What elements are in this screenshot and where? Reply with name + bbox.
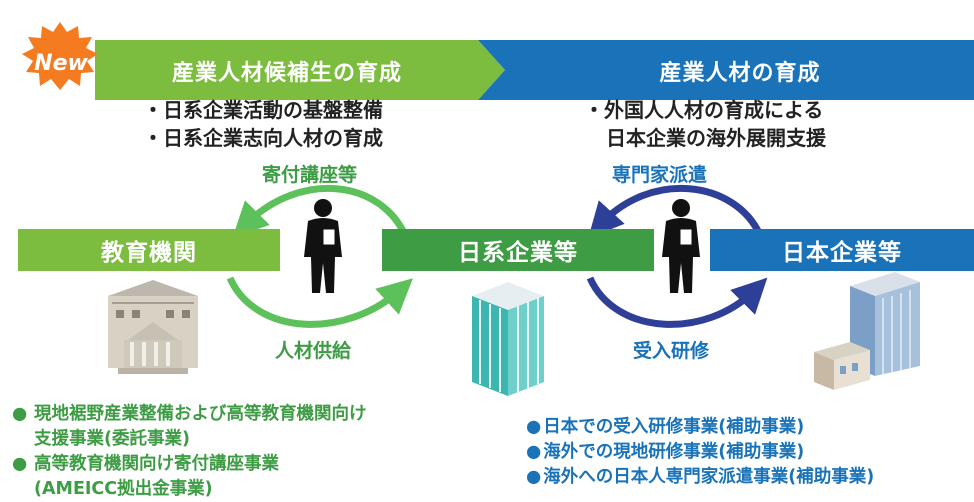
japan-label: 日本企業等	[782, 240, 902, 266]
list-item: 支援事業(委託事業)	[34, 429, 190, 449]
list-item: ● 海外への日本人専門家派遣事業(補助事業)	[526, 467, 875, 487]
supply-arrow-shape	[226, 276, 413, 328]
banner-right-label: 産業人材の育成	[659, 61, 821, 86]
right-point: ・外国人人材の育成による	[584, 98, 824, 122]
new-badge-icon	[22, 22, 98, 90]
new-badge-label: New	[34, 51, 88, 76]
japan-box: 日本企業等	[710, 229, 974, 271]
list-item: (AMEICC拠出金事業)	[34, 479, 213, 499]
banner-right-shape	[478, 40, 974, 100]
supply-label: 人材供給	[275, 340, 352, 362]
cycle-arrows	[226, 184, 768, 328]
left-points: ・日系企業活動の基盤整備 ・日系企業志向人材の育成	[143, 96, 383, 152]
left-point: ・日系企業志向人材の育成	[143, 126, 383, 150]
list-item: ● 現地裾野産業整備および高等教育機関向け	[12, 404, 367, 424]
affiliates-box: 日系企業等	[382, 229, 654, 271]
dispatch-label: 専門家派遣	[612, 164, 708, 186]
dispatch-arrow-shape	[588, 184, 764, 238]
office-tower-icon	[472, 282, 544, 396]
list-item: ● 日本での受入研修事業(補助事業)	[526, 417, 805, 437]
list-item: ● 高等教育機関向け寄付講座事業	[12, 454, 279, 474]
left-point: ・日系企業活動の基盤整備	[143, 98, 383, 122]
header-banners	[22, 22, 974, 100]
banner-left-shape	[95, 40, 505, 100]
education-box: 教育機関	[18, 229, 280, 271]
school-building-icon	[108, 280, 198, 374]
right-points: ・外国人人材の育成による 日本企業の海外展開支援	[584, 96, 826, 152]
donation-label: 寄付講座等	[262, 164, 358, 186]
businessman-icon	[304, 199, 342, 293]
affiliates-label: 日系企業等	[458, 240, 578, 266]
banner-left-label: 産業人材候補生の育成	[171, 61, 402, 86]
training-label: 受入研修	[633, 340, 710, 362]
education-label: 教育機関	[101, 240, 197, 266]
training-arrow-shape	[586, 276, 768, 328]
right-point: 日本企業の海外展開支援	[606, 126, 826, 150]
right-business-list: ● 日本での受入研修事業(補助事業) ● 海外での現地研修事業(補助事業) ● …	[526, 415, 874, 490]
businessman-icon	[662, 199, 700, 293]
corporate-building-icon	[814, 272, 920, 390]
donation-arrow-shape	[232, 184, 409, 238]
left-business-list: ● 現地裾野産業整備および高等教育機関向け 支援事業(委託事業) ● 高等教育機…	[12, 402, 367, 502]
list-item: ● 海外での現地研修事業(補助事業)	[526, 442, 805, 462]
